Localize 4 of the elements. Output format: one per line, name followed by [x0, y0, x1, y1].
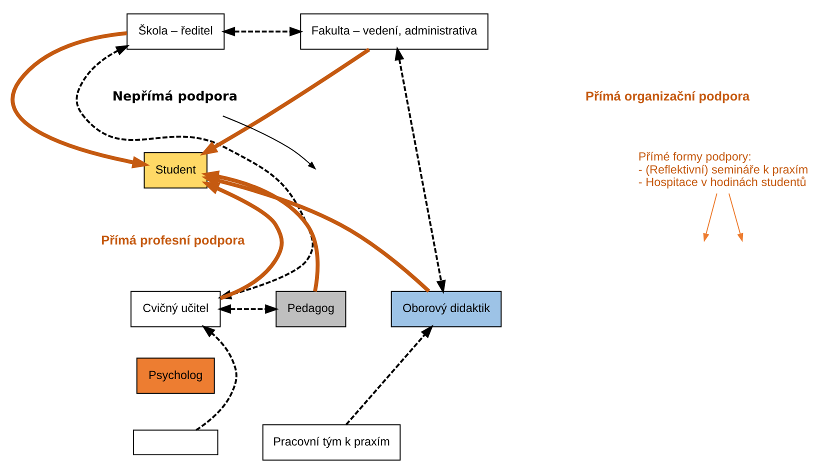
node-text: Nepřímá podpora	[112, 90, 238, 105]
label: Přímá profesní podpora	[101, 232, 245, 248]
node-text: Přímé formy podpory: - (Reflektivní) semináře k praxím - Hospitace v hodinách studentů	[638, 150, 808, 190]
label: Přímá organizační podpora	[585, 88, 750, 104]
